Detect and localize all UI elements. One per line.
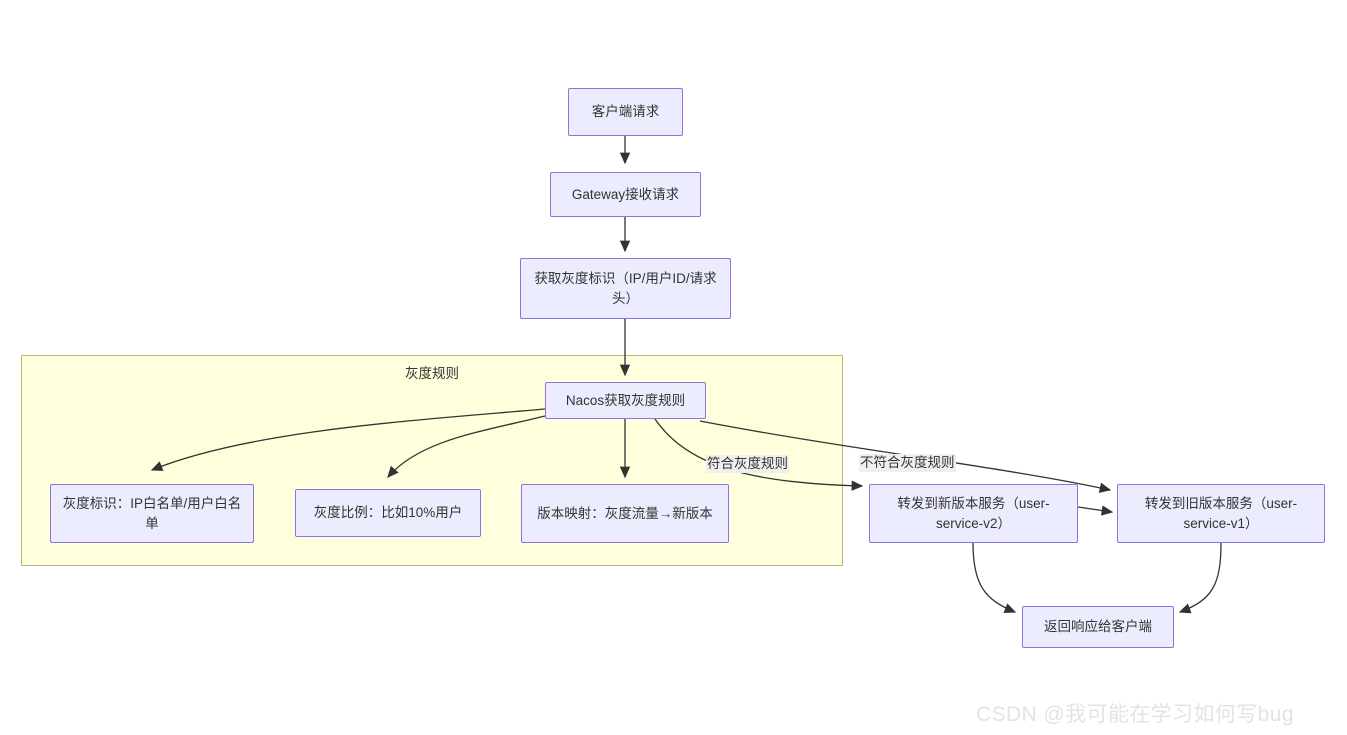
watermark: CSDN @我可能在学习如何写bug	[976, 703, 1294, 726]
edge-label-match: 符合灰度规则	[706, 455, 789, 473]
node-route-new-version[interactable]: 转发到新版本服务（user-service-v2）	[869, 484, 1078, 543]
node-return-response[interactable]: 返回响应给客户端	[1022, 606, 1174, 648]
node-rule-ratio[interactable]: 灰度比例：比如10%用户	[295, 489, 481, 537]
node-nacos-get-rules[interactable]: Nacos获取灰度规则	[545, 382, 706, 419]
node-route-new-version-label: 转发到新版本服务（user-service-v2）	[897, 495, 1050, 531]
edge-routev1-to-response	[1178, 542, 1222, 614]
node-rule-version-mapping-label: 版本映射：灰度流量→新版本	[537, 505, 713, 521]
node-route-old-version[interactable]: 转发到旧版本服务（user-service-v1）	[1117, 484, 1325, 543]
node-route-old-version-label: 转发到旧版本服务（user-service-v1）	[1144, 495, 1298, 531]
edge-routev2-to-routev1	[1077, 505, 1114, 516]
node-get-gray-identifier[interactable]: 获取灰度标识（IP/用户ID/请求头）	[520, 258, 731, 319]
node-rule-ratio-label: 灰度比例：比如10%用户	[313, 505, 463, 521]
edge-label-no-match: 不符合灰度规则	[859, 454, 956, 472]
node-gateway-receive-label: Gateway接收请求	[571, 186, 680, 202]
node-client-request-label: 客户端请求	[591, 104, 660, 120]
node-gateway-receive[interactable]: Gateway接收请求	[550, 172, 701, 217]
node-nacos-get-rules-label: Nacos获取灰度规则	[565, 392, 686, 408]
node-client-request[interactable]: 客户端请求	[568, 88, 683, 136]
node-return-response-label: 返回响应给客户端	[1044, 619, 1152, 635]
node-rule-version-mapping[interactable]: 版本映射：灰度流量→新版本	[521, 484, 729, 543]
edge-routev2-to-response	[972, 542, 1017, 613]
node-rule-identifier[interactable]: 灰度标识：IP白名单/用户白名单	[50, 484, 254, 543]
subgraph-title: 灰度规则	[405, 366, 459, 381]
node-rule-identifier-label: 灰度标识：IP白名单/用户白名单	[62, 495, 242, 531]
node-get-gray-identifier-label: 获取灰度标识（IP/用户ID/请求头）	[534, 270, 717, 306]
